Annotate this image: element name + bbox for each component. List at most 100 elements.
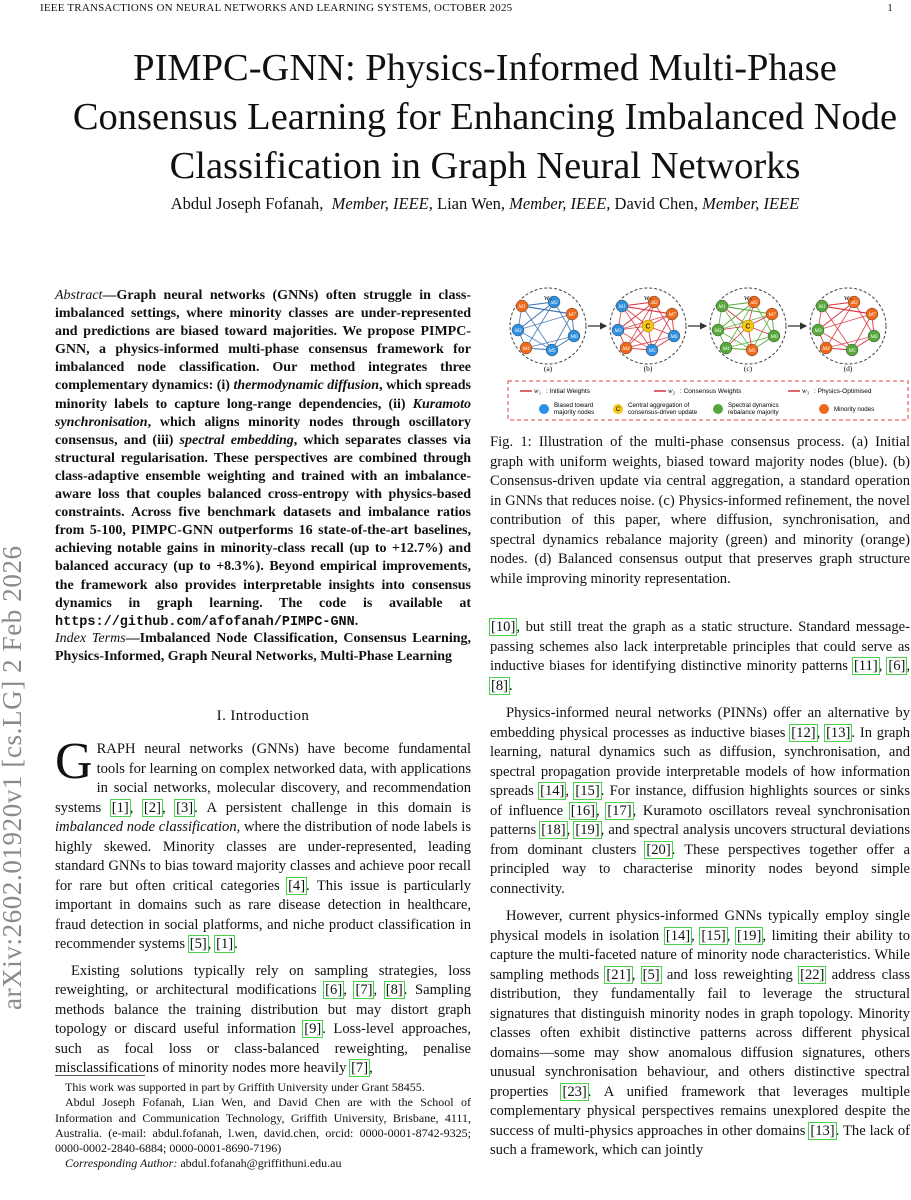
citation-link[interactable]: [21] [604,965,633,984]
citation-link[interactable]: [19] [735,926,764,945]
author-3-role: Member, IEEE [702,194,800,213]
graph-node [565,307,579,321]
citation-link[interactable]: [14] [538,782,567,800]
panel-label: (d) [844,364,853,373]
graph-node [719,341,733,355]
svg-text:w₃: w₃ [844,293,852,302]
svg-text:M5: M5 [647,348,656,354]
svg-text:M1: M1 [617,304,626,310]
author-line: Abdul Joseph Fofanah, Member, IEEE, Lian… [60,194,910,214]
graph-node [611,323,625,337]
citation-link[interactable]: [17] [605,801,634,820]
citation-link[interactable]: [14] [663,926,693,945]
footnote-rule [55,1075,145,1076]
svg-text:M3: M3 [513,328,522,334]
graph-node [511,323,525,337]
legend-w3-symbol: w₃ [802,387,810,395]
citation-link[interactable]: [7] [353,981,375,999]
figure-legend: w₁ : Initial Weights w₂ : Consensus Weig… [507,380,909,421]
section-heading: I. Introduction [216,708,310,724]
citation-link[interactable]: [1] [109,798,131,817]
citation-link[interactable]: [11] [851,657,880,675]
legend-w3: : Physics-Optimised [814,388,872,395]
citation-link[interactable]: [22] [798,965,827,984]
svg-text:M6: M6 [769,334,778,340]
citation-link[interactable]: [18] [539,821,568,839]
graph-node [615,299,629,313]
author-3: David Chen, [614,194,698,213]
graph-node [711,323,725,337]
citation-link[interactable]: [16] [568,801,598,820]
citation-link[interactable]: [5] [640,965,662,984]
citation-link[interactable]: [15] [699,926,728,945]
svg-text:M2: M2 [549,300,558,306]
panel-label: (a) [544,364,553,373]
citation-link[interactable]: [10] [488,618,518,636]
arxiv-stamp: arXiv:2602.01920v1 [cs.LG] 2 Feb 2026 [0,545,27,1010]
citation-link[interactable]: [6] [323,981,345,999]
svg-text:M7: M7 [667,312,676,318]
graph-node [865,307,879,321]
legend-w1: : Initial Weights [546,388,591,395]
svg-text:M3: M3 [613,328,622,334]
graph-node [619,341,633,355]
page-number: 1 [887,2,893,14]
author-2: Lian Wen, [437,194,506,213]
legend-blue-line-1: Biased toward [554,402,594,409]
citation-link[interactable]: [6] [886,657,908,675]
citation-link[interactable]: [1] [214,935,236,953]
graph-node [715,299,729,313]
citation-link[interactable]: [20] [644,840,673,859]
code-url-link[interactable]: https://github.com/afofanah/PIMPC-GNN [55,614,355,630]
citation-link[interactable]: [4] [286,876,308,895]
affiliation-note: Abdul Joseph Fofanah, Lian Wen, and Davi… [55,1095,471,1156]
graph-node [765,307,779,321]
intro-paragraph-2: Existing solutions typically rely on sam… [55,962,471,1077]
legend-w2-symbol: w₂ [668,387,676,395]
graph-node [819,341,833,355]
legend-orange-node [819,404,829,414]
citation-link[interactable]: [3] [174,798,196,817]
svg-text:M6: M6 [569,334,578,340]
citation-link[interactable]: [8] [383,981,405,999]
citation-link[interactable]: [5] [187,935,209,953]
graph-node [811,323,825,337]
author-1-role: Member, IEEE, [331,194,433,213]
citation-link[interactable]: [8] [488,676,511,695]
right-paragraph-0: [10], but still treat the graph as a sta… [488,618,911,695]
graph-node [519,341,533,355]
footnote: This work was supported in part by Griff… [55,1080,471,1172]
svg-text:M3: M3 [813,328,822,334]
citation-link[interactable]: [7] [349,1059,371,1077]
citation-link[interactable]: [15] [573,782,602,800]
graph-node [547,295,561,309]
graph-node [845,343,859,357]
graph-node [647,295,661,309]
citation-link[interactable]: [23] [560,1082,589,1101]
svg-text:w₁: w₁ [544,293,552,302]
svg-text:M2: M2 [849,300,858,306]
graph-node [847,295,861,309]
citation-link[interactable]: [2] [141,798,163,817]
funding-note: This work was supported in part by Griff… [65,1080,425,1094]
svg-text:M4: M4 [821,345,830,352]
citation-link[interactable]: [9] [302,1020,324,1038]
citation-link[interactable]: [13] [824,723,853,742]
journal-header: IEEE TRANSACTIONS ON NEURAL NETWORKS AND… [40,2,513,14]
legend-w1-symbol: w₁ [534,387,541,395]
citation-link[interactable]: [19] [573,821,602,839]
citation-link[interactable]: [12] [789,723,818,742]
svg-text:M7: M7 [567,312,576,318]
graph-node [747,295,761,309]
svg-text:M4: M4 [521,345,530,352]
citation-link[interactable]: [13] [808,1121,837,1140]
svg-text:M7: M7 [867,312,876,318]
svg-text:w₂: w₂ [644,293,652,302]
legend-blue-node [539,404,549,414]
